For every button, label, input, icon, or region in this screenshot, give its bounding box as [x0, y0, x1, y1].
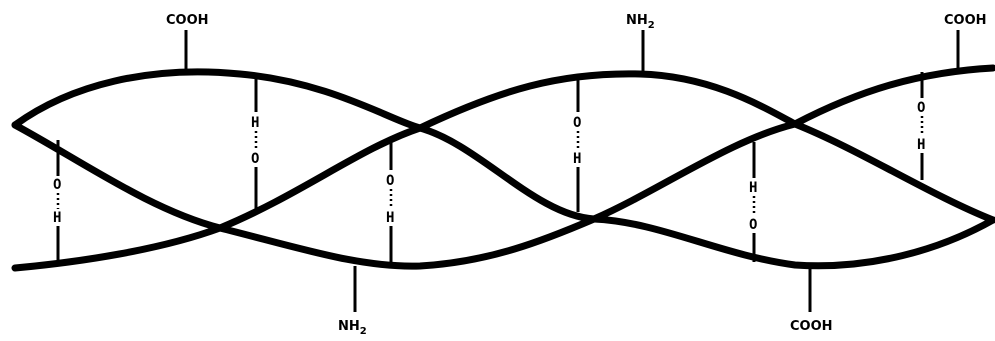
- atom-h: H: [251, 115, 259, 131]
- atom-o: O: [749, 217, 757, 233]
- atom-o: O: [917, 100, 925, 116]
- label-bottom-cooh: COOH: [790, 319, 833, 334]
- atom-h: H: [917, 137, 925, 153]
- atom-o: O: [573, 115, 581, 131]
- atom-o: O: [53, 177, 61, 193]
- label-top-cooh-2: COOH: [944, 13, 987, 28]
- hydrogen-bond-6: O H: [917, 72, 925, 180]
- atom-o: O: [251, 151, 259, 167]
- atom-h: H: [749, 180, 757, 196]
- hydrogen-bond-2: H O: [251, 76, 259, 210]
- label-top-cooh-1: COOH: [166, 13, 209, 28]
- atom-h: H: [53, 210, 61, 226]
- helix-strand-b: [11, 64, 995, 272]
- label-bottom-nh2: NH2: [338, 319, 367, 337]
- hydrogen-bond-4: O H: [573, 78, 581, 212]
- helix-strand-a: [11, 68, 995, 270]
- label-top-nh2: NH2: [626, 13, 655, 31]
- atom-o: O: [386, 173, 394, 189]
- hydrogen-bond-3: O H: [386, 138, 394, 264]
- atom-h: H: [573, 151, 581, 167]
- atom-h: H: [386, 210, 394, 226]
- hydrogen-bond-1: O H: [53, 140, 61, 264]
- helix-strand-c: [11, 120, 995, 270]
- hydrogen-bond-5: H O: [749, 142, 757, 262]
